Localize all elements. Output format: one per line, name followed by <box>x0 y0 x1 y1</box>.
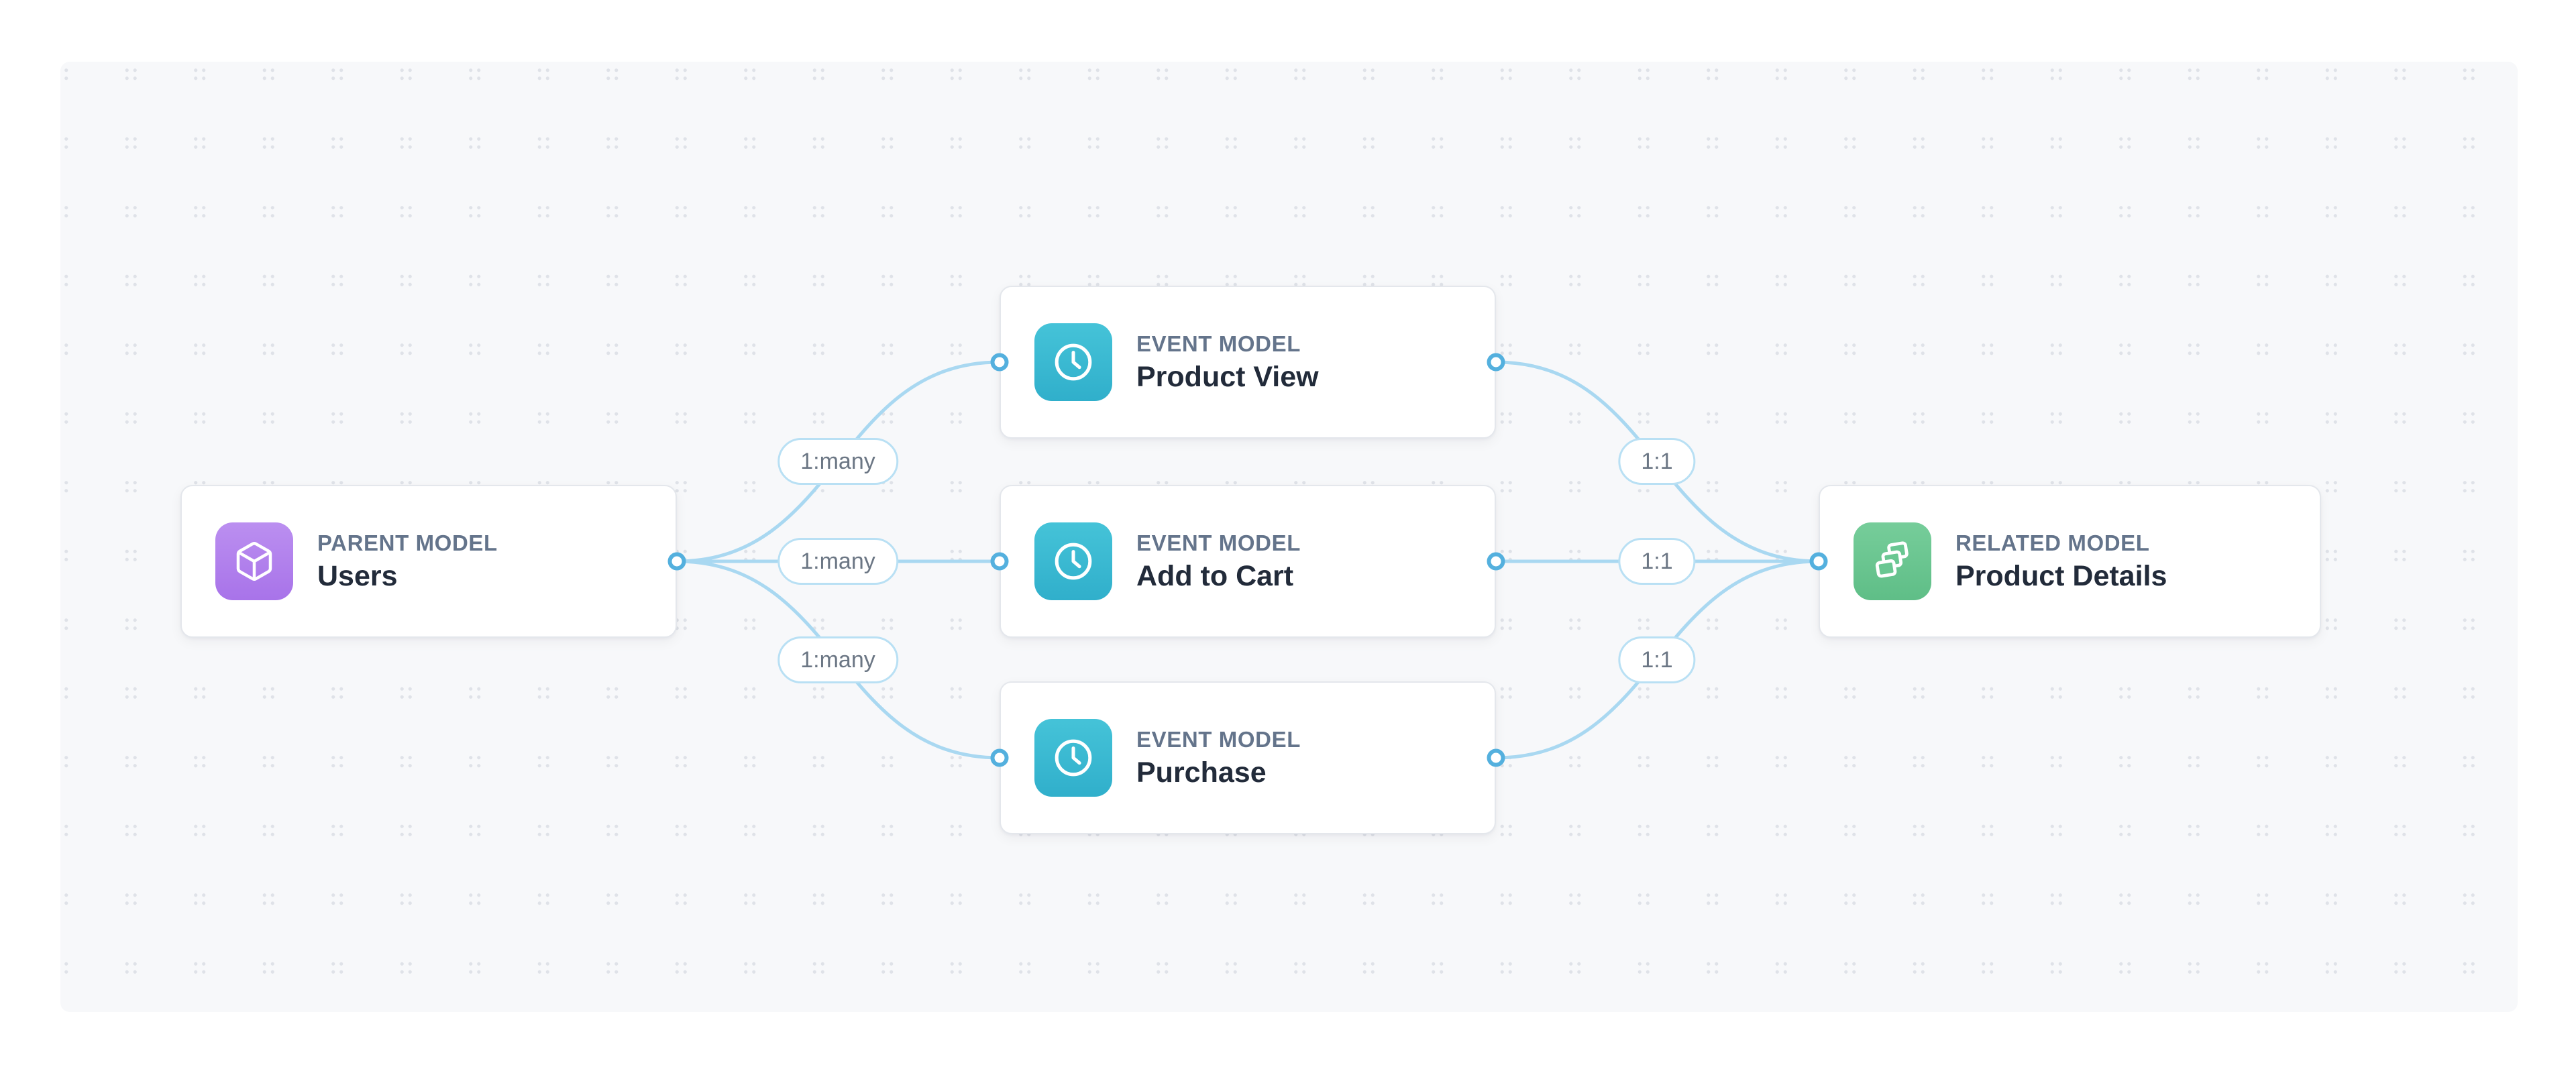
node-name: Purchase <box>1136 756 1267 789</box>
edge-label-product-view-product-details[interactable]: 1:1 <box>1618 438 1696 485</box>
edge-label-users-product-view[interactable]: 1:many <box>777 438 898 485</box>
clock-icon <box>1034 323 1112 401</box>
node-name: Users <box>317 560 398 592</box>
node-product-details[interactable]: RELATED MODEL Product Details <box>1819 485 2321 638</box>
cube-icon <box>215 522 293 600</box>
node-type-label: EVENT MODEL <box>1136 331 1301 356</box>
node-name: Product Details <box>1955 560 2167 592</box>
node-users[interactable]: PARENT MODEL Users <box>180 485 677 638</box>
node-type-label: RELATED MODEL <box>1955 530 2150 555</box>
node-type-label: PARENT MODEL <box>317 530 498 555</box>
node-name: Product View <box>1136 361 1319 393</box>
clock-icon <box>1034 522 1112 600</box>
layers-icon <box>1854 522 1931 600</box>
edge-label-users-add-to-cart[interactable]: 1:many <box>777 538 898 585</box>
node-purchase[interactable]: EVENT MODEL Purchase <box>1000 681 1496 834</box>
node-name: Add to Cart <box>1136 560 1294 592</box>
clock-icon <box>1034 719 1112 797</box>
node-product-view[interactable]: EVENT MODEL Product View <box>1000 286 1496 439</box>
node-add-to-cart[interactable]: EVENT MODEL Add to Cart <box>1000 485 1496 638</box>
node-type-label: EVENT MODEL <box>1136 530 1301 555</box>
edge-label-users-purchase[interactable]: 1:many <box>777 636 898 683</box>
edge-label-purchase-product-details[interactable]: 1:1 <box>1618 636 1696 683</box>
edge-label-add-to-cart-product-details[interactable]: 1:1 <box>1618 538 1696 585</box>
node-type-label: EVENT MODEL <box>1136 727 1301 752</box>
